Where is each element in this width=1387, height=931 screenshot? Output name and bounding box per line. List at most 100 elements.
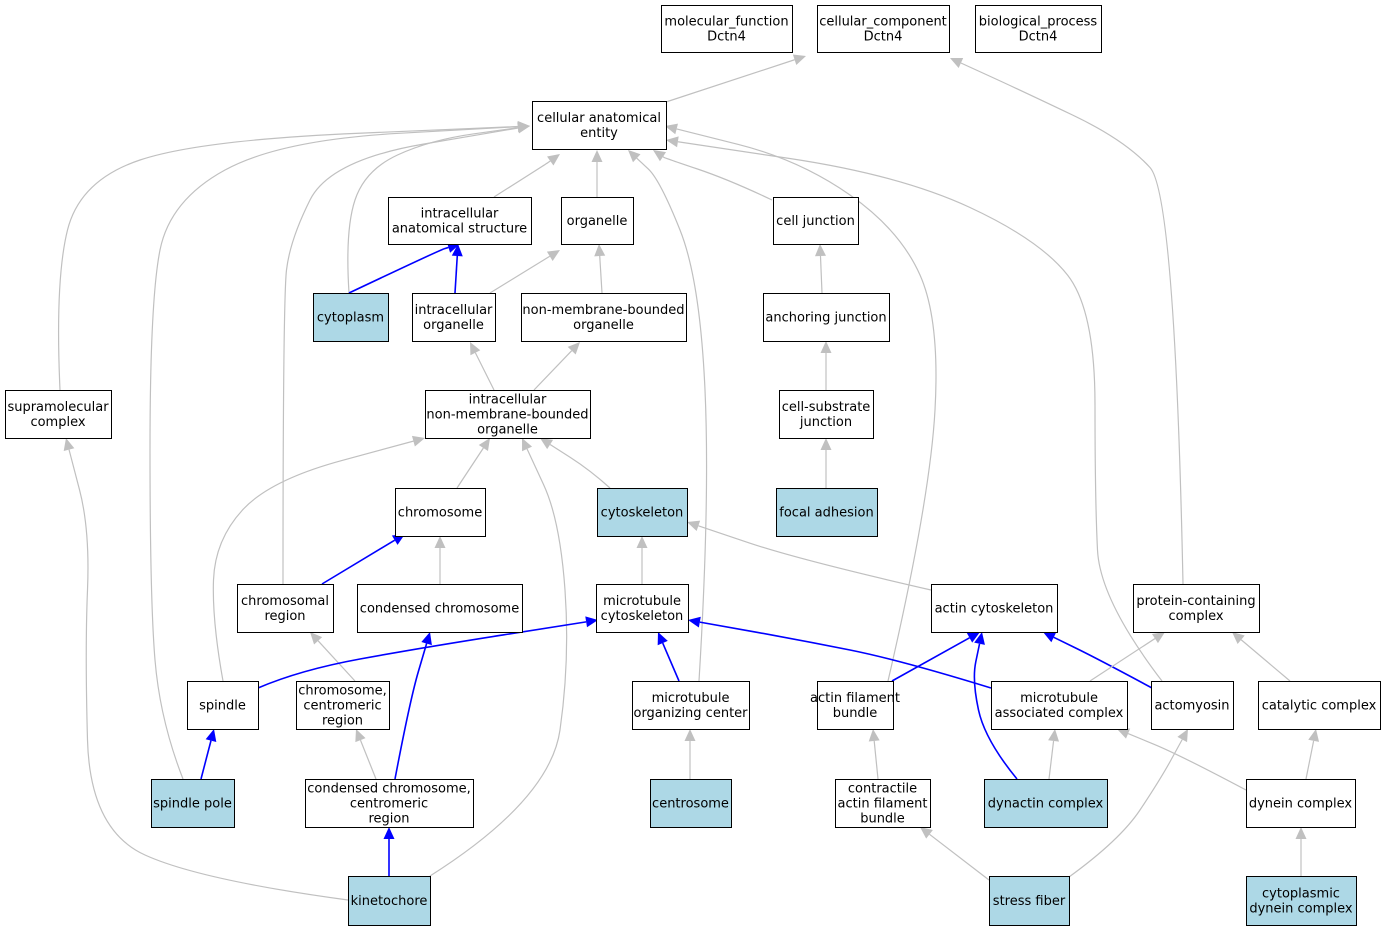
term-label-line: supramolecular — [7, 400, 109, 415]
term-label-line: organelle — [423, 318, 484, 333]
term-label-line: non-membrane-bounded — [426, 408, 588, 423]
arrowhead — [383, 827, 395, 839]
term-node-chr[interactable]: chromosome — [395, 488, 486, 537]
term-label-line: focal adhesion — [779, 506, 873, 521]
term-label-line: organelle — [567, 214, 628, 229]
edge-csj-to-aj — [820, 341, 832, 390]
term-node-sp[interactable]: spindle pole — [151, 779, 235, 828]
term-node-cyto[interactable]: cytoplasm — [313, 293, 389, 342]
term-box — [773, 197, 859, 245]
arrowhead — [1048, 729, 1060, 742]
term-node-cent[interactable]: centrosome — [650, 779, 732, 828]
arrowhead — [820, 438, 832, 450]
edge-cytosk-to-inmbo — [540, 438, 611, 489]
arrowhead — [636, 536, 648, 548]
arrowhead — [687, 520, 701, 532]
edge-ccr-to-chrreg — [310, 632, 356, 682]
term-label-line: Dctn4 — [1019, 30, 1058, 45]
term-box — [305, 779, 474, 828]
term-node-dync[interactable]: dynein complex — [1246, 779, 1356, 828]
arrowhead — [546, 250, 560, 261]
term-node-acto[interactable]: actomyosin — [1151, 681, 1234, 730]
edge-mac-to-pcc — [1089, 632, 1165, 682]
edge-mtoc-to-mtc — [657, 632, 680, 682]
edge-line — [699, 621, 992, 689]
term-label-line: region — [322, 714, 363, 729]
arrowhead — [567, 342, 580, 355]
edge-line — [549, 443, 611, 489]
term-label-line: intracellular — [469, 393, 547, 408]
term-box — [1133, 584, 1260, 633]
term-label-line: cytoplasmic — [1262, 887, 1340, 902]
term-node-cj[interactable]: cell junction — [773, 197, 859, 245]
term-node-aj[interactable]: anchoring junction — [763, 293, 890, 342]
term-label-line: microtubule — [652, 691, 730, 706]
term-node-cat[interactable]: catalytic complex — [1258, 681, 1381, 730]
term-node-actc[interactable]: actin cytoskeleton — [931, 584, 1058, 633]
edge-cj-to-cae — [653, 150, 773, 201]
term-box — [412, 293, 496, 342]
term-node-sf[interactable]: stress fiber — [989, 876, 1070, 926]
term-label-line: Dctn4 — [707, 30, 746, 45]
term-box — [357, 584, 523, 633]
edge-mtoc-to-cae — [628, 150, 708, 682]
term-label-line: organelle — [573, 318, 634, 333]
edge-line — [1048, 740, 1055, 780]
edge-spin-to-inmbo — [212, 435, 425, 682]
term-node-cytosk[interactable]: cytoskeleton — [597, 488, 688, 537]
edge-line — [474, 352, 495, 391]
term-label-line: actomyosin — [1154, 699, 1229, 714]
edge-line — [819, 255, 823, 294]
edge-dync-to-mac — [1117, 728, 1247, 791]
arrowhead — [1308, 729, 1320, 742]
edge-line — [257, 621, 587, 689]
term-label-line: cell junction — [776, 214, 855, 229]
term-label-line: non-membrane-bounded — [522, 303, 684, 318]
term-label-line: dynactin complex — [988, 797, 1104, 812]
edge-line — [493, 160, 551, 198]
term-label-line: spindle pole — [153, 797, 232, 812]
term-box — [237, 584, 334, 633]
edge-fa-to-csj — [820, 438, 832, 488]
arrowhead — [522, 438, 533, 452]
term-node-spin[interactable]: spindle — [187, 681, 259, 730]
term-label-line: intracellular — [415, 303, 493, 318]
term-node-kin[interactable]: kinetochore — [348, 876, 431, 926]
term-box — [661, 5, 793, 53]
term-node-cchr[interactable]: condensed chromosome — [357, 584, 523, 633]
arrowhead — [1177, 729, 1188, 743]
term-box — [187, 681, 259, 730]
term-node-dyna[interactable]: dynactin complex — [984, 779, 1108, 828]
term-box — [632, 681, 750, 730]
term-node-org[interactable]: organelle — [561, 197, 634, 245]
edge-mac-to-mtc — [688, 616, 992, 689]
edge-cent-to-mtoc — [684, 729, 696, 779]
term-label-line: condensed chromosome — [360, 602, 519, 617]
edge-line — [873, 740, 879, 780]
edge-acto-to-actc — [1043, 632, 1153, 689]
arrowhead — [421, 632, 432, 646]
term-node-inmbo[interactable]: intracellularnon-membrane-boundedorganel… — [425, 390, 591, 439]
term-label-line: junction — [799, 415, 852, 430]
arrowhead — [966, 632, 980, 643]
term-node-fa[interactable]: focal adhesion — [776, 488, 878, 537]
